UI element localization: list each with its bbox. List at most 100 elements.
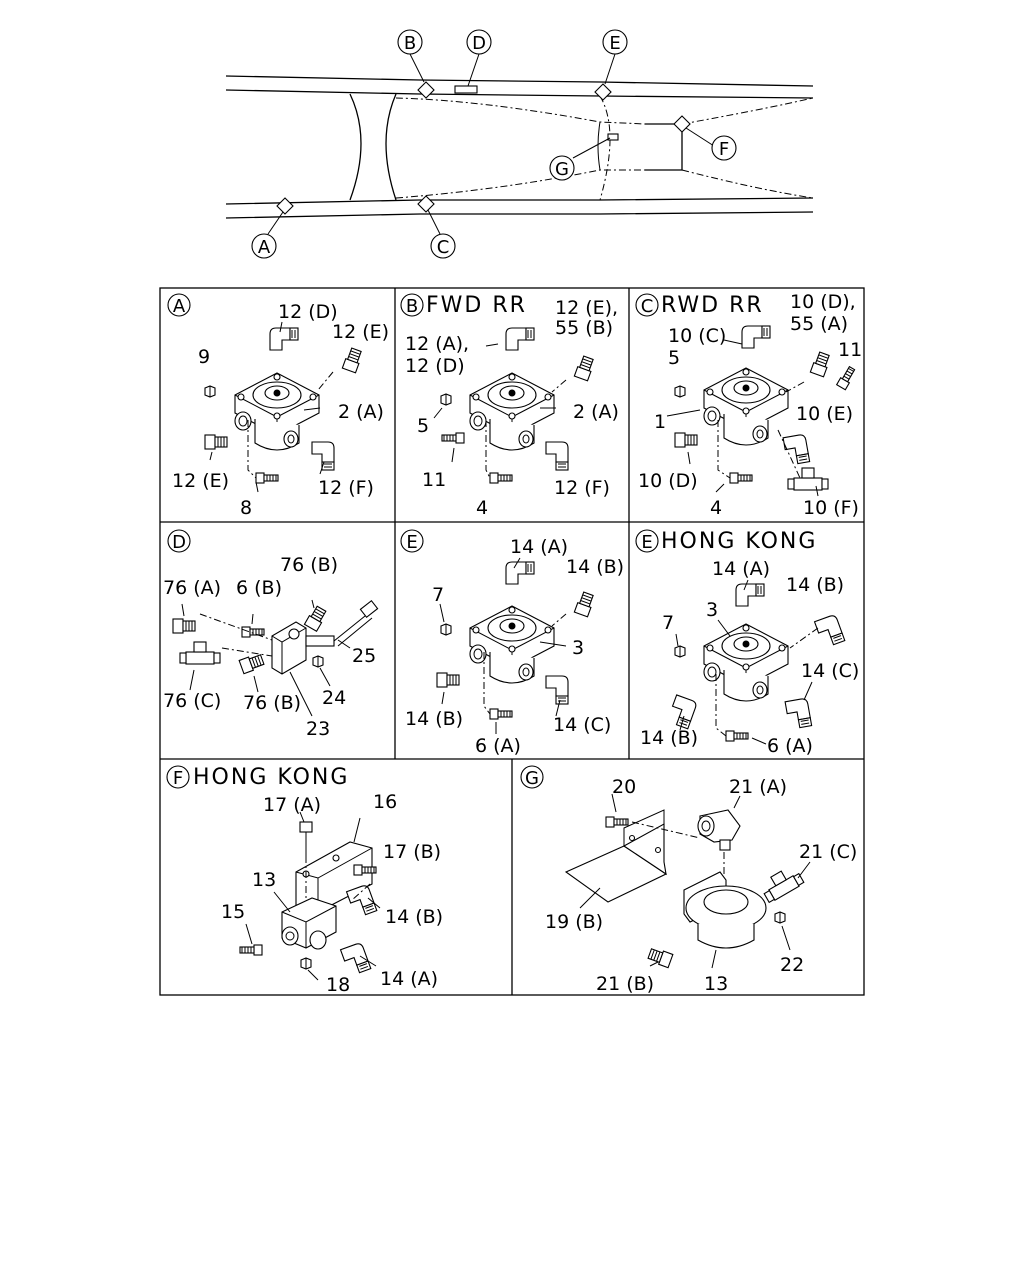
panel-e-hong-kong: E HONG KONG 14 (A) 3 14 (B) 7 14 (C) 14 … — [635, 529, 859, 757]
label-14-b-top: 14 (B) — [786, 574, 844, 596]
callout-g: G — [549, 155, 575, 181]
label-17-a: 17 (A) — [263, 794, 321, 816]
label-6-b: 6 (B) — [236, 577, 282, 599]
label-14-c: 14 (C) — [801, 660, 859, 682]
svg-text:E: E — [609, 33, 620, 54]
label-16: 16 — [373, 791, 397, 813]
panel-b-letter: B — [406, 296, 418, 317]
label-18: 18 — [326, 974, 350, 996]
panel-f-title: HONG KONG — [193, 765, 349, 790]
label-14-a: 14 (A) — [510, 536, 568, 558]
panel-e2-letter: E — [641, 532, 652, 553]
panel-g: G 20 21 (A) 21 (C) 19 (B) 22 21 (B) 13 — [520, 765, 857, 995]
label-4: 4 — [710, 497, 722, 519]
svg-text:D: D — [472, 33, 486, 54]
label-12-d: 12 (D) — [278, 301, 338, 323]
label-10-d-55-a-line1: 10 (D), — [790, 291, 856, 313]
panel-a: A 12 (D) 12 (E) 9 2 (A) 12 (E) 8 12 (F) — [167, 293, 389, 519]
callout-c: C — [430, 233, 456, 259]
label-12-e-55-b-line1: 12 (E), — [555, 297, 618, 319]
label-14-c: 14 (C) — [553, 714, 611, 736]
label-12-e: 12 (E) — [172, 470, 229, 492]
label-11: 11 — [838, 339, 862, 361]
panel-d-letter: D — [172, 532, 186, 553]
label-6-a: 6 (A) — [475, 735, 521, 757]
label-10-d-55-a-line2: 55 (A) — [790, 313, 848, 335]
panel-g-letter: G — [525, 768, 539, 789]
callout-a: A — [251, 233, 277, 259]
callout-e: E — [602, 29, 628, 55]
panel-f-letter: F — [173, 768, 183, 789]
label-12-f: 12 (F) — [318, 477, 374, 499]
label-24: 24 — [322, 687, 346, 709]
chassis-frame: B D E F G A C — [225, 29, 814, 259]
label-25: 25 — [352, 645, 376, 667]
panel-c-title: RWD RR — [661, 293, 764, 318]
panel-e-letter: E — [406, 532, 417, 553]
label-14-a: 14 (A) — [380, 968, 438, 990]
label-21-c: 21 (C) — [799, 841, 857, 863]
label-14-a: 14 (A) — [712, 558, 770, 580]
label-6-a: 6 (A) — [767, 735, 813, 757]
label-9: 9 — [198, 346, 210, 368]
label-3: 3 — [572, 637, 584, 659]
label-2-a: 2 (A) — [338, 401, 384, 423]
label-10-f: 10 (F) — [803, 497, 859, 519]
label-21-b: 21 (B) — [596, 973, 654, 995]
panel-grid — [159, 287, 865, 996]
label-1: 1 — [654, 411, 666, 433]
panel-c-letter: C — [641, 296, 654, 317]
label-12-a-12-d-line1: 12 (A), — [405, 333, 469, 355]
label-11: 11 — [422, 469, 446, 491]
callout-d: D — [466, 29, 492, 55]
label-13: 13 — [704, 973, 728, 995]
label-23: 23 — [306, 718, 330, 740]
label-21-a: 21 (A) — [729, 776, 787, 798]
label-17-b: 17 (B) — [383, 841, 441, 863]
label-15: 15 — [221, 901, 245, 923]
label-14-b: 14 (B) — [640, 727, 698, 749]
label-12-e-top: 12 (E) — [332, 321, 389, 343]
label-5: 5 — [417, 415, 429, 437]
label-10-c: 10 (C) — [668, 325, 726, 347]
label-2-a: 2 (A) — [573, 401, 619, 423]
label-8: 8 — [240, 497, 252, 519]
panel-e2-title: HONG KONG — [661, 529, 817, 554]
label-12-f: 12 (F) — [554, 477, 610, 499]
label-13: 13 — [252, 869, 276, 891]
svg-text:F: F — [719, 139, 729, 160]
callout-b: B — [397, 29, 423, 55]
label-22: 22 — [780, 954, 804, 976]
svg-text:B: B — [404, 33, 416, 54]
label-14-b: 14 (B) — [405, 708, 463, 730]
callout-f: F — [711, 135, 737, 161]
label-14-b: 14 (B) — [385, 906, 443, 928]
label-76-b-top: 76 (B) — [280, 554, 338, 576]
label-20: 20 — [612, 776, 636, 798]
panel-b: B FWD RR 12 (E), 55 (B) 12 (A), 12 (D) 5… — [400, 293, 619, 519]
label-76-b: 76 (B) — [243, 692, 301, 714]
label-12-a-12-d-line2: 12 (D) — [405, 355, 465, 377]
svg-text:C: C — [437, 237, 450, 258]
label-14-b-top: 14 (B) — [566, 556, 624, 578]
label-7: 7 — [662, 612, 674, 634]
label-12-e-55-b-line2: 55 (B) — [555, 317, 613, 339]
label-76-a: 76 (A) — [163, 577, 221, 599]
svg-text:A: A — [258, 237, 271, 258]
label-7: 7 — [432, 584, 444, 606]
label-10-e: 10 (E) — [796, 403, 853, 425]
panel-c: C RWD RR 10 (D), 55 (A) 10 (C) 5 11 1 10… — [635, 291, 862, 519]
panel-b-title: FWD RR — [426, 293, 527, 318]
panel-d: D 76 (B) 76 (A) 6 (B) 25 76 (C) 76 (B) 2… — [163, 529, 379, 740]
svg-text:G: G — [555, 159, 569, 180]
panel-a-letter: A — [173, 296, 186, 317]
label-5: 5 — [668, 347, 680, 369]
panel-f: F HONG KONG 17 (A) 16 17 (B) 13 14 (B) 1… — [166, 765, 443, 996]
label-3: 3 — [706, 599, 718, 621]
label-19-b: 19 (B) — [545, 911, 603, 933]
panel-e: E 14 (A) 14 (B) 7 3 14 (B) 14 (C) 6 (A) — [400, 529, 624, 757]
label-10-d: 10 (D) — [638, 470, 698, 492]
label-4: 4 — [476, 497, 488, 519]
label-76-c: 76 (C) — [163, 690, 221, 712]
